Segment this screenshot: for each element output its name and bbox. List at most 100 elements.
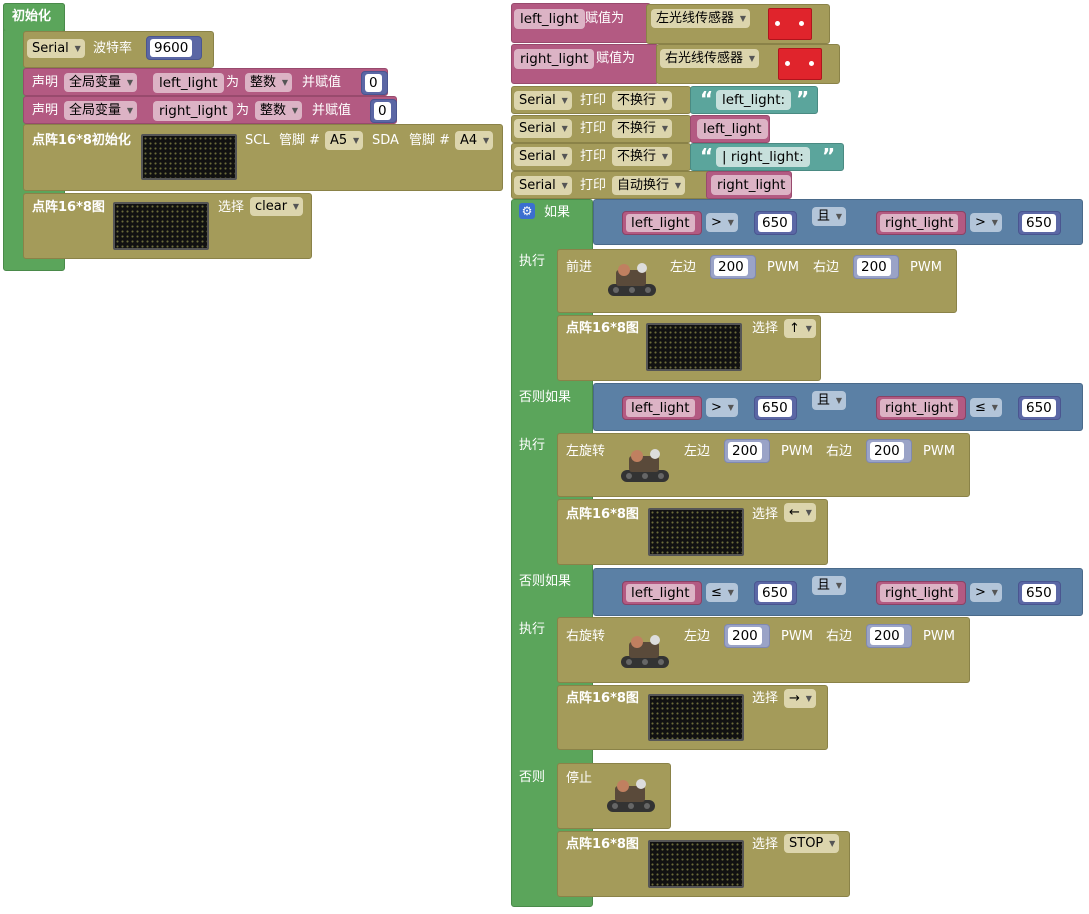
cond3-and-dropdown[interactable]: 且▼ xyxy=(812,576,847,595)
matrix-2-dropdown[interactable]: ←▼ xyxy=(784,503,816,522)
print-1-port-dropdown[interactable]: Serial▼ xyxy=(514,91,572,110)
matrix-4-dropdown[interactable]: STOP▼ xyxy=(784,834,840,853)
print-4-port-dropdown[interactable]: Serial▼ xyxy=(514,176,572,195)
baud-input[interactable]: 9600 xyxy=(150,39,193,57)
matrix-4-preview xyxy=(648,840,744,888)
declare-right-as: 为 xyxy=(236,103,250,118)
print-4-mode-dropdown[interactable]: 自动换行▼ xyxy=(612,176,686,195)
cond2-b-var[interactable]: right_light xyxy=(880,399,959,417)
print-2-mode-dropdown[interactable]: 不换行▼ xyxy=(612,119,673,138)
baud-label: 波特率 xyxy=(93,41,133,56)
cond3-v2-socket: 650 xyxy=(1018,581,1061,605)
cond2-v1[interactable]: 650 xyxy=(758,399,792,417)
matrix-init-block[interactable] xyxy=(23,124,503,191)
cond2-v2[interactable]: 650 xyxy=(1022,399,1056,417)
declare-right-type-dropdown[interactable]: 整数▼ xyxy=(255,101,303,120)
cond1-v2[interactable]: 650 xyxy=(1022,214,1056,232)
cond3-op1-dropdown[interactable]: ≤▼ xyxy=(706,583,738,602)
cond2-v1-socket: 650 xyxy=(754,396,797,420)
left-sensor-dropdown[interactable]: 左光线传感器▼ xyxy=(651,9,751,28)
matrix-3-dropdown[interactable]: →▼ xyxy=(784,689,816,708)
cond3-v1[interactable]: 650 xyxy=(758,584,792,602)
print-1-mode-dropdown[interactable]: 不换行▼ xyxy=(612,91,673,110)
move-1-right-value[interactable]: 200 xyxy=(857,258,891,276)
robot-2-icon xyxy=(617,448,673,484)
matrix-clear-dropdown[interactable]: clear▼ xyxy=(250,197,304,216)
declare-left-name[interactable]: left_light xyxy=(153,73,224,93)
matrix-1-dropdown[interactable]: ↑▼ xyxy=(784,319,816,338)
cond1-and-dropdown[interactable]: 且▼ xyxy=(812,207,847,226)
cond2-a-socket: left_light xyxy=(622,396,702,420)
move-3-pwm-left: PWM xyxy=(781,629,813,644)
sda-pin-dropdown[interactable]: A4▼ xyxy=(455,131,494,150)
cond3-b-var[interactable]: right_light xyxy=(880,584,959,602)
assign-right-var[interactable]: right_light xyxy=(514,49,595,69)
declare-left-value[interactable]: 0 xyxy=(365,74,382,92)
declare-right-value-socket: 0 xyxy=(370,99,397,123)
declare-left-type-dropdown[interactable]: 整数▼ xyxy=(245,73,293,92)
serial-port-dropdown[interactable]: Serial▼ xyxy=(27,39,85,58)
move-3-right-value[interactable]: 200 xyxy=(870,627,904,645)
print-3-quote-close: ” xyxy=(822,144,836,168)
move-2-left-socket: 200 xyxy=(724,439,770,463)
declare-left-scope-dropdown[interactable]: 全局变量▼ xyxy=(64,73,138,92)
cond1-b-var[interactable]: right_light xyxy=(880,214,959,232)
print-2-action: 打印 xyxy=(580,121,607,136)
left-sensor-icon xyxy=(768,8,812,40)
setup-title: 初始化 xyxy=(12,9,52,24)
move-2-label: 左旋转 xyxy=(566,444,606,459)
declare-right-name[interactable]: right_light xyxy=(153,101,234,121)
cond2-a-var[interactable]: left_light xyxy=(626,399,695,417)
cond3-op2-dropdown[interactable]: >▼ xyxy=(970,583,1002,602)
cond3-a-var[interactable]: left_light xyxy=(626,584,695,602)
cond1-op2-dropdown[interactable]: >▼ xyxy=(970,213,1002,232)
cond2-and-dropdown[interactable]: 且▼ xyxy=(812,391,847,410)
matrix-init-preview xyxy=(141,134,237,180)
move-1-label: 前进 xyxy=(566,260,593,275)
cond1-v1[interactable]: 650 xyxy=(758,214,792,232)
print-2-port-dropdown[interactable]: Serial▼ xyxy=(514,119,572,138)
cond1-a-socket: left_light xyxy=(622,211,702,235)
print-4-var[interactable]: right_light xyxy=(711,175,792,195)
scl-pin-dropdown[interactable]: A5▼ xyxy=(325,131,364,150)
stop-block[interactable] xyxy=(557,763,671,829)
matrix-2-select-label: 选择 xyxy=(752,507,779,522)
print-1-quote-close: ” xyxy=(796,87,810,111)
matrix-3-select-label: 选择 xyxy=(752,691,779,706)
move-2-left-value[interactable]: 200 xyxy=(728,442,762,460)
move-2-left-label: 左边 xyxy=(684,444,711,459)
declare-left-prefix: 声明 xyxy=(32,75,59,90)
move-2-right-value[interactable]: 200 xyxy=(870,442,904,460)
print-3-port-dropdown[interactable]: Serial▼ xyxy=(514,147,572,166)
move-2-pwm-right: PWM xyxy=(923,444,955,459)
print-2-var[interactable]: left_light xyxy=(697,119,768,139)
cond2-op1-dropdown[interactable]: >▼ xyxy=(706,398,738,417)
right-sensor-dropdown[interactable]: 右光线传感器▼ xyxy=(660,49,760,68)
cond1-a-var[interactable]: left_light xyxy=(626,214,695,232)
declare-right-scope-dropdown[interactable]: 全局变量▼ xyxy=(64,101,138,120)
cond1-op1-dropdown[interactable]: >▼ xyxy=(706,213,738,232)
move-1-left-label: 左边 xyxy=(670,260,697,275)
elseif-label-2: 否则如果 xyxy=(519,574,572,589)
robot-3-icon xyxy=(617,634,673,670)
cond1-v2-socket: 650 xyxy=(1018,211,1061,235)
elseif-label-1: 否则如果 xyxy=(519,390,572,405)
move-1-left-value[interactable]: 200 xyxy=(714,258,748,276)
cond3-v2[interactable]: 650 xyxy=(1022,584,1056,602)
cond3-a-socket: left_light xyxy=(622,581,702,605)
assign-left-var[interactable]: left_light xyxy=(514,9,585,29)
print-1-text[interactable]: left_light: xyxy=(716,90,792,110)
matrix-4-label: 点阵16*8图 xyxy=(566,837,639,852)
matrix-clear-preview xyxy=(113,202,209,250)
print-1-action: 打印 xyxy=(580,93,607,108)
robot-1-icon xyxy=(604,262,660,298)
move-3-left-value[interactable]: 200 xyxy=(728,627,762,645)
if-gear-icon[interactable]: ⚙ xyxy=(519,203,535,219)
declare-right-assign: 并赋值 xyxy=(312,103,352,118)
print-3-mode-dropdown[interactable]: 不换行▼ xyxy=(612,147,673,166)
print-3-text[interactable]: | right_light: xyxy=(716,147,810,167)
cond3-v1-socket: 650 xyxy=(754,581,797,605)
declare-right-value[interactable]: 0 xyxy=(374,102,391,120)
print-4-action: 打印 xyxy=(580,178,607,193)
cond2-op2-dropdown[interactable]: ≤▼ xyxy=(970,398,1002,417)
